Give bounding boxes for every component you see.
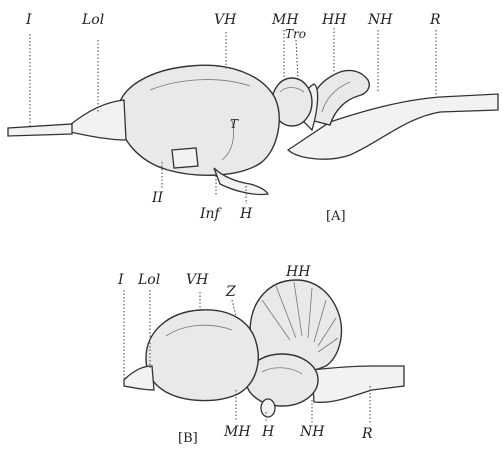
panel-b-forebrain: [146, 310, 258, 401]
panel-b-label-H: H: [261, 424, 275, 440]
panel-b-tag: [B]: [178, 431, 198, 446]
panel-a-optic-nerve: [172, 148, 198, 168]
panel-b-label-R: R: [361, 426, 373, 442]
panel-a-tag: [A]: [326, 209, 346, 224]
panel-a-label-Tro: Tro: [285, 27, 306, 41]
panel-b: I Lol VH Z HH MH H NH R [B]: [117, 264, 404, 446]
panel-a-label-R: R: [429, 12, 441, 28]
panel-a-label-VH: VH: [214, 12, 237, 28]
panel-a-label-Inf: Inf: [199, 206, 223, 222]
panel-a-forebrain: [118, 65, 279, 175]
panel-b-hypophysis: [261, 399, 275, 417]
panel-a-label-H: H: [239, 206, 253, 222]
panel-b-label-VH: VH: [186, 272, 209, 288]
panel-a-label-II: II: [151, 190, 164, 206]
panel-a-label-T: T: [230, 117, 239, 131]
panel-b-label-MH: MH: [223, 424, 251, 440]
panel-a-label-Lol: Lol: [81, 12, 104, 28]
panel-b-label-Lol: Lol: [137, 272, 160, 288]
panel-a-label-I: I: [25, 12, 32, 28]
panel-b-medulla: [312, 366, 404, 402]
panel-a: I Lol VH MH Tro HH NH R T II Inf H [A]: [8, 12, 498, 224]
panel-a-label-HH: HH: [321, 12, 347, 28]
panel-a-label-MH: MH: [271, 12, 299, 28]
panel-b-label-Z: Z: [225, 284, 236, 300]
panel-a-olfactory-lobe: [70, 100, 126, 140]
panel-b-label-NH: NH: [299, 424, 325, 440]
panel-a-olfactory-nerve: [8, 124, 72, 136]
panel-a-label-NH: NH: [367, 12, 393, 28]
panel-b-label-HH: HH: [285, 264, 311, 280]
panel-b-label-I: I: [117, 272, 124, 288]
panel-b-olfactory-lobe: [124, 366, 154, 390]
